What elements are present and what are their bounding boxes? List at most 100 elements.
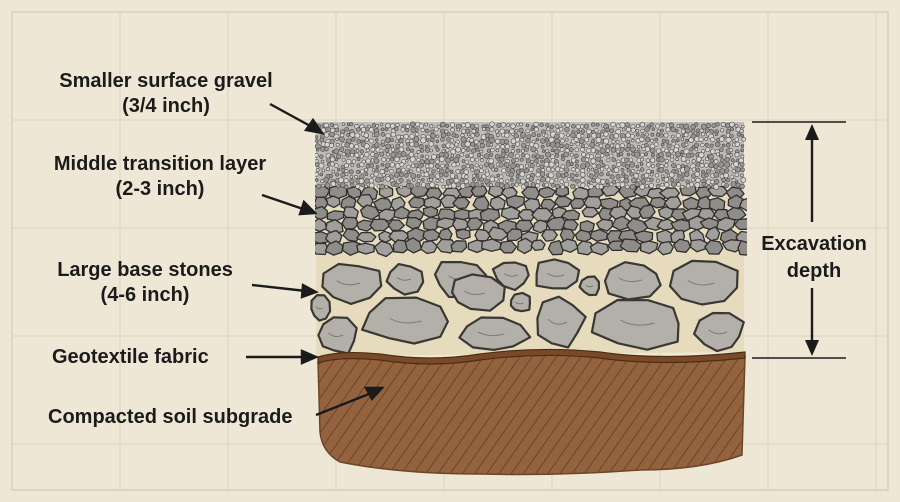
surface-gravel-pebble — [525, 137, 531, 144]
surface-gravel-pebble — [321, 168, 326, 173]
surface-gravel-pebble — [539, 122, 544, 128]
surface-gravel-pebble — [459, 177, 465, 183]
surface-gravel-pebble — [389, 169, 394, 174]
surface-gravel-pebble — [583, 123, 589, 129]
surface-gravel-pebble — [463, 169, 469, 175]
surface-gravel-pebble — [621, 137, 627, 143]
surface-gravel-pebble — [464, 159, 470, 165]
surface-gravel-pebble — [615, 173, 621, 179]
surface-gravel-pebble — [539, 164, 545, 169]
surface-gravel-pebble — [625, 132, 631, 138]
surface-gravel-pebble — [356, 169, 361, 174]
surface-gravel-pebble — [419, 163, 424, 168]
surface-gravel-pebble — [365, 164, 371, 169]
surface-gravel-pebble — [349, 175, 354, 179]
surface-gravel-pebble — [431, 169, 436, 174]
middle-gravel-stone — [405, 216, 423, 230]
surface-gravel-pebble — [689, 147, 694, 152]
surface-gravel-pebble — [594, 149, 600, 154]
surface-gravel-pebble — [664, 182, 670, 188]
surface-gravel-pebble — [643, 172, 650, 179]
surface-gravel-pebble — [550, 148, 555, 152]
surface-gravel-pebble — [566, 133, 570, 137]
base-stone — [535, 258, 581, 290]
surface-gravel-pebble — [520, 142, 527, 148]
surface-gravel-pebble — [495, 133, 500, 138]
surface-gravel-pebble — [708, 154, 714, 160]
surface-gravel-pebble — [354, 174, 358, 179]
surface-gravel-pebble — [579, 138, 585, 144]
surface-gravel-pebble — [373, 158, 380, 164]
surface-gravel-pebble — [609, 143, 614, 148]
surface-gravel-pebble — [680, 137, 685, 142]
surface-gravel-pebble — [440, 163, 446, 169]
surface-gravel-pebble — [610, 121, 616, 128]
surface-gravel-pebble — [393, 171, 400, 178]
middle-gravel-stone — [638, 204, 656, 220]
surface-gravel-pebble — [664, 163, 669, 168]
surface-gravel-pebble — [606, 172, 610, 176]
surface-gravel-pebble — [605, 148, 610, 153]
surface-gravel-pebble — [574, 147, 580, 153]
middle-gravel-stone — [589, 228, 609, 242]
surface-gravel-pebble — [429, 148, 434, 153]
surface-gravel-pebble — [569, 173, 575, 179]
surface-gravel-pebble — [413, 136, 420, 143]
surface-gravel-pebble — [685, 159, 690, 164]
surface-gravel-pebble — [394, 182, 399, 188]
surface-gravel-pebble — [565, 161, 571, 167]
surface-gravel-pebble — [496, 122, 502, 128]
surface-gravel-pebble — [355, 127, 361, 132]
surface-gravel-pebble — [595, 137, 602, 144]
middle-gravel-stone — [737, 240, 747, 256]
surface-gravel-pebble — [580, 133, 585, 138]
surface-gravel-pebble — [718, 136, 725, 142]
surface-gravel-pebble — [390, 151, 397, 158]
surface-gravel-pebble — [570, 183, 576, 190]
surface-gravel-pebble — [558, 132, 565, 139]
surface-gravel-pebble — [435, 159, 440, 164]
surface-gravel-pebble — [626, 168, 631, 173]
surface-gravel-pebble — [710, 137, 716, 143]
surface-gravel-pebble — [663, 132, 669, 138]
surface-gravel-pebble — [600, 132, 605, 137]
surface-gravel-pebble — [381, 172, 386, 177]
surface-gravel-pebble — [695, 132, 701, 137]
surface-gravel-pebble — [410, 173, 417, 179]
surface-gravel-pebble — [595, 122, 600, 127]
surface-gravel-pebble — [363, 132, 369, 139]
surface-gravel-pebble — [581, 152, 586, 157]
surface-gravel-pebble — [474, 123, 479, 129]
surface-gravel-pebble — [683, 171, 690, 177]
surface-gravel-pebble — [599, 159, 604, 164]
surface-gravel-pebble — [451, 162, 457, 168]
surface-gravel-pebble — [474, 131, 480, 137]
surface-gravel-pebble — [730, 181, 737, 188]
surface-gravel-pebble — [713, 183, 720, 190]
surface-gravel-pebble — [503, 161, 510, 168]
surface-gravel-pebble — [469, 157, 475, 163]
surface-gravel-pebble — [591, 163, 597, 169]
surface-gravel-pebble — [520, 153, 526, 158]
surface-gravel-pebble — [450, 148, 457, 155]
surface-gravel-pebble — [364, 167, 369, 172]
surface-gravel-pebble — [635, 129, 640, 133]
surface-gravel-pebble — [420, 148, 425, 153]
surface-gravel-pebble — [400, 167, 406, 173]
surface-gravel-pebble — [725, 178, 731, 183]
middle-gravel-stone — [572, 186, 592, 201]
surface-gravel-pebble — [453, 156, 460, 163]
surface-gravel-pebble — [405, 159, 409, 163]
surface-gravel-pebble — [688, 137, 695, 143]
surface-gravel-pebble — [385, 122, 391, 129]
surface-gravel-pebble — [398, 146, 405, 153]
surface-gravel-pebble — [615, 139, 620, 144]
surface-gravel-pebble — [339, 136, 345, 143]
surface-gravel-pebble — [449, 143, 455, 149]
surface-gravel-pebble — [336, 184, 341, 189]
surface-gravel-pebble — [494, 129, 499, 134]
surface-gravel-pebble — [596, 163, 602, 169]
surface-gravel-pebble — [704, 173, 709, 178]
surface-gravel-pebble — [616, 162, 622, 168]
base-stone — [491, 261, 530, 292]
